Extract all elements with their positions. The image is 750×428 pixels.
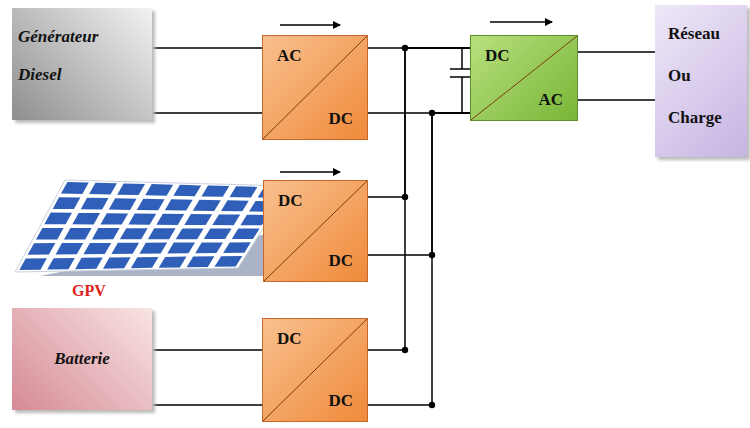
converter-label: DC <box>328 109 353 129</box>
pv-panel-frame <box>15 180 290 272</box>
pv-cell <box>100 213 128 224</box>
converter-label: DC <box>485 46 510 66</box>
converter-label: DC <box>277 329 302 349</box>
pv-cell <box>81 198 109 210</box>
pv-cell <box>145 184 173 196</box>
pv-cell <box>156 214 184 225</box>
power-wire <box>152 48 262 113</box>
pv-cell <box>109 198 137 210</box>
pv-cell <box>204 229 232 240</box>
flow-arrow <box>490 21 552 23</box>
pv-cell <box>44 213 72 225</box>
junction-dot <box>402 194 408 200</box>
pv-cell <box>64 228 92 239</box>
pv-cell <box>232 229 260 240</box>
converter-box: AC DC <box>262 35 368 140</box>
converter-label: AC <box>277 46 302 66</box>
pv-cells <box>19 182 285 270</box>
part-label: GPV <box>72 282 106 300</box>
box-label: Réseau Ou Charge <box>668 13 734 149</box>
converter-label: AC <box>538 90 563 110</box>
generator-box: Générateur Diesel <box>12 8 152 120</box>
pv-cell <box>195 242 223 253</box>
pv-cell <box>131 257 159 268</box>
pv-cell <box>184 214 212 225</box>
pv-cell <box>221 200 249 211</box>
pv-cell <box>230 186 258 197</box>
converter-label: DC <box>278 191 303 211</box>
converter-box: DC AC <box>470 35 578 121</box>
pv-cell <box>120 228 148 239</box>
pv-cell <box>193 200 221 211</box>
pv-cell <box>61 182 89 194</box>
power-wire <box>368 48 470 255</box>
junction-dot <box>402 45 408 51</box>
pv-cell <box>215 256 243 267</box>
pv-cell <box>53 197 81 209</box>
pv-cell <box>72 213 100 225</box>
converter-label: DC <box>328 251 353 271</box>
pv-cell <box>28 243 56 255</box>
pv-cell <box>137 199 165 210</box>
box-label: Générateur Diesel <box>18 18 118 94</box>
pv-cell <box>167 243 195 254</box>
pv-cell <box>165 199 193 210</box>
pv-cell <box>56 243 84 255</box>
pv-cell <box>223 242 251 253</box>
battery-box: Batterie <box>12 308 152 410</box>
converter-label: DC <box>328 391 353 411</box>
pv-cell <box>139 243 167 254</box>
pv-cell <box>84 243 112 254</box>
pv-cell <box>117 183 145 195</box>
junction-dot <box>402 347 408 353</box>
power-wire <box>578 52 655 100</box>
converter-box: DC DC <box>263 180 368 282</box>
pv-cell <box>128 214 156 225</box>
pv-cell <box>36 228 64 240</box>
junction-dot <box>429 110 435 116</box>
box-label: Batterie <box>54 349 110 369</box>
converter-box: DC DC <box>262 318 368 422</box>
power-wire <box>368 48 470 405</box>
flow-arrow <box>280 171 340 173</box>
pv-cell <box>212 214 240 225</box>
pv-cell <box>89 183 117 195</box>
grid-load-box: Réseau Ou Charge <box>655 5 747 157</box>
pv-cell <box>19 258 47 270</box>
power-wire <box>152 350 262 405</box>
junction-dot <box>429 252 435 258</box>
pv-cell <box>187 256 215 267</box>
pv-cell <box>111 243 139 254</box>
pv-cell <box>103 257 131 268</box>
pv-cell <box>202 186 230 197</box>
pv-cell <box>148 228 176 239</box>
pv-cell <box>75 258 103 270</box>
pv-cell <box>159 257 187 268</box>
junction-dot <box>429 402 435 408</box>
pv-cell <box>47 258 75 270</box>
power-wire <box>368 48 470 113</box>
pv-cell <box>176 228 204 239</box>
flow-arrow <box>280 24 340 26</box>
pv-cell <box>92 228 120 239</box>
pv-cell <box>173 185 201 197</box>
